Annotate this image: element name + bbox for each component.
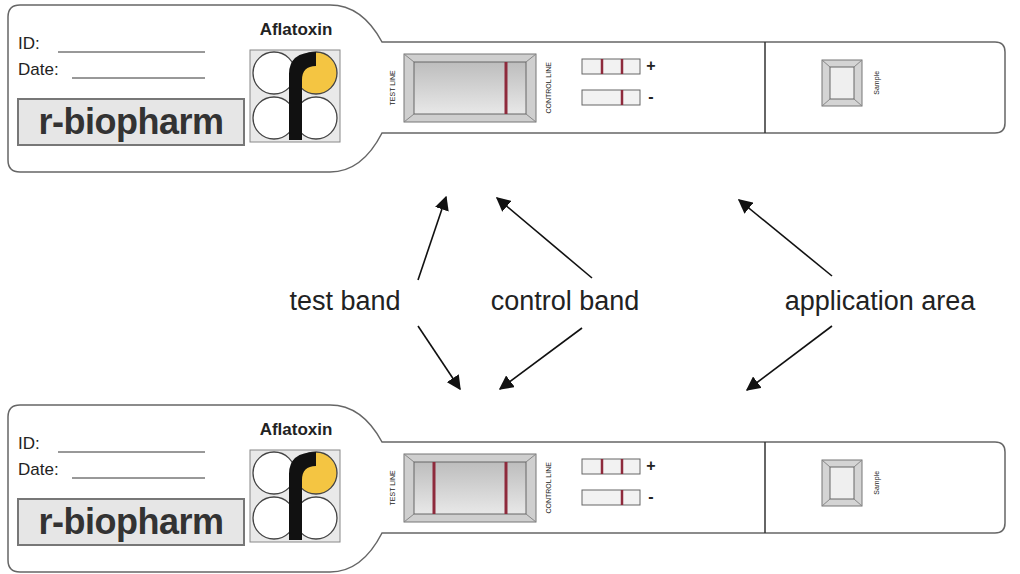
line-label: CONTROL LINE bbox=[545, 462, 553, 513]
result-sign: - bbox=[648, 488, 653, 506]
callout-label: test band bbox=[289, 287, 400, 317]
brand-box: r-biopharm bbox=[17, 498, 245, 546]
brand-name: r-biopharm bbox=[38, 104, 223, 140]
brand-box: r-biopharm bbox=[17, 98, 245, 146]
field-label: ID: bbox=[18, 435, 40, 454]
line-label: TEST LINE bbox=[389, 470, 397, 505]
field-label: ID: bbox=[18, 35, 40, 54]
brand-name: r-biopharm bbox=[38, 504, 223, 540]
line-label: CONTROL LINE bbox=[545, 62, 553, 113]
well-label: Sample bbox=[873, 71, 881, 95]
callout-label: control band bbox=[491, 287, 640, 317]
result-sign: + bbox=[646, 457, 655, 475]
field-label: Date: bbox=[18, 61, 59, 80]
result-sign: + bbox=[646, 57, 655, 75]
field-label: Date: bbox=[18, 461, 59, 480]
line-label: TEST LINE bbox=[389, 70, 397, 105]
product-name: Aflatoxin bbox=[260, 21, 333, 40]
product-name: Aflatoxin bbox=[260, 421, 333, 440]
result-sign: - bbox=[648, 88, 653, 106]
well-label: Sample bbox=[873, 471, 881, 495]
callout-label: application area bbox=[785, 287, 976, 317]
